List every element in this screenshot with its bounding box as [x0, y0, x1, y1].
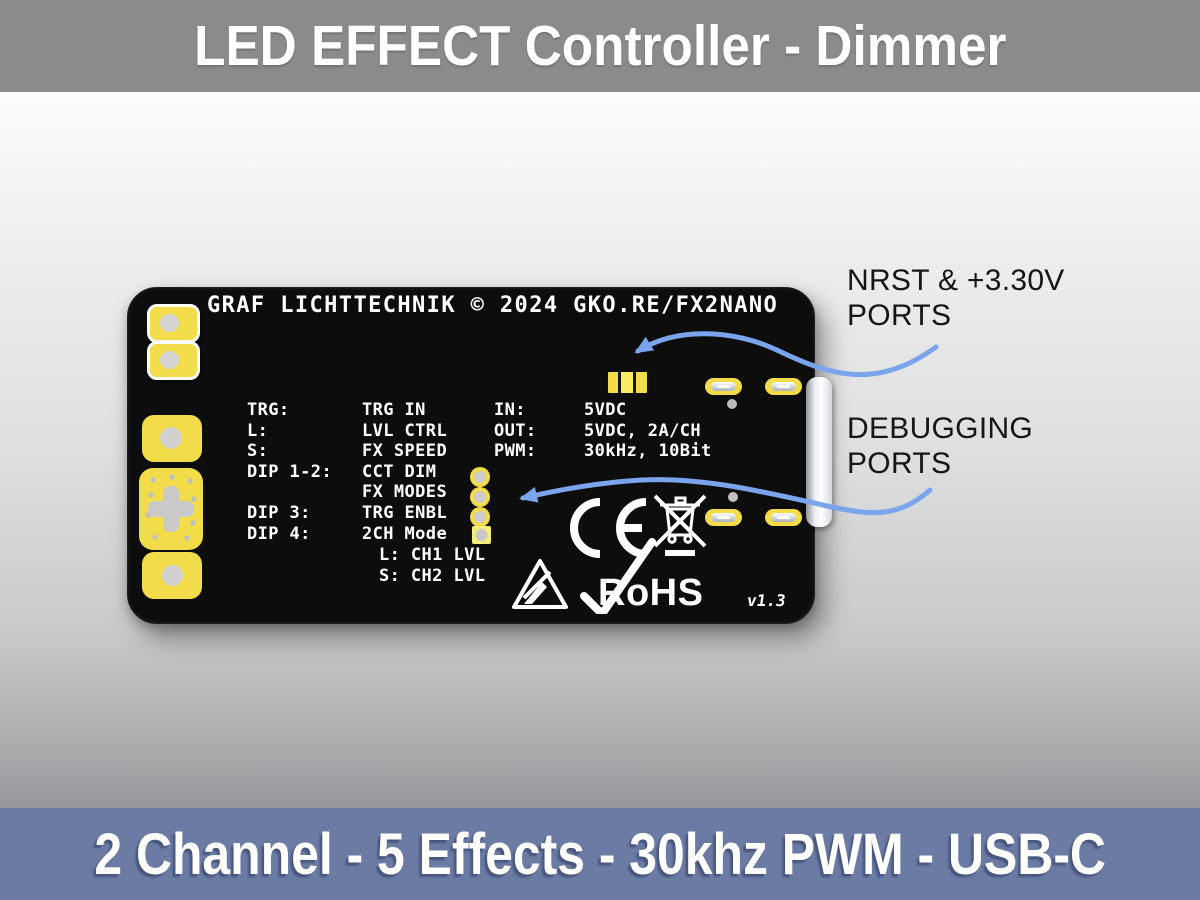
header-banner: LED EFFECT Controller - Dimmer [0, 0, 1200, 92]
debugging-ports-label: DEBUGGING PORTS [847, 412, 1034, 480]
footer-banner: 2 Channel - 5 Effects - 30khz PWM - USB-… [0, 808, 1200, 900]
io-pad-left-1 [142, 415, 202, 462]
debug-pad-top-1 [705, 378, 742, 395]
pad-hole [160, 351, 179, 369]
legend-labels-column: TRG: L: S: DIP 1-2: DIP 3: DIP 4: [247, 400, 333, 544]
dip-pad-4 [472, 526, 491, 544]
io-pad-left-2 [142, 552, 202, 599]
page-title: LED EFFECT Controller - Dimmer [193, 14, 1007, 78]
rohs-check-icon [580, 538, 656, 614]
esd-warning-icon [512, 559, 568, 609]
board-title: GRAF LICHTTECHNIK © 2024 GKO.RE/FX2NANO [207, 293, 779, 318]
mount-pad-top-1 [147, 304, 200, 343]
mount-pad-top-2 [147, 341, 200, 380]
pcb-board: GRAF LICHTTECHNIK © 2024 GKO.RE/FX2NANO … [127, 287, 815, 624]
footprint-dots [145, 474, 197, 541]
dip-pad-2 [470, 487, 490, 507]
speaker-footprint-pad [139, 468, 203, 550]
usb-c-connector [806, 377, 832, 527]
dip-pad-1 [470, 467, 490, 487]
version-label: v1.3 [745, 591, 787, 610]
nrst-ports-label: NRST & +3.30V PORTS [847, 264, 1065, 332]
pad-hole [160, 427, 182, 449]
legend-functions-column: TRG IN LVL CTRL FX SPEED CCT DIM FX MODE… [362, 400, 448, 544]
nrst-3v3-pads [608, 372, 647, 393]
footer-tagline: 2 Channel - 5 Effects - 30khz PWM - USB-… [94, 821, 1106, 887]
debug-pad-bottom-1 [705, 509, 742, 526]
pad-hole [160, 314, 179, 332]
dip-pad-3 [470, 507, 490, 527]
via-dot-top [727, 399, 737, 409]
legend-sub-functions-column: L: CH1 LVL S: CH2 LVL [379, 545, 486, 586]
spec-values-column: 5VDC 5VDC, 2A/CH 30kHz, 10Bit [584, 400, 712, 462]
spec-labels-column: IN: OUT: PWM: [494, 400, 537, 462]
pad-hole [162, 565, 183, 586]
debug-pad-top-2 [765, 378, 802, 395]
debug-pad-bottom-2 [765, 509, 802, 526]
via-dot-bottom [728, 492, 738, 502]
